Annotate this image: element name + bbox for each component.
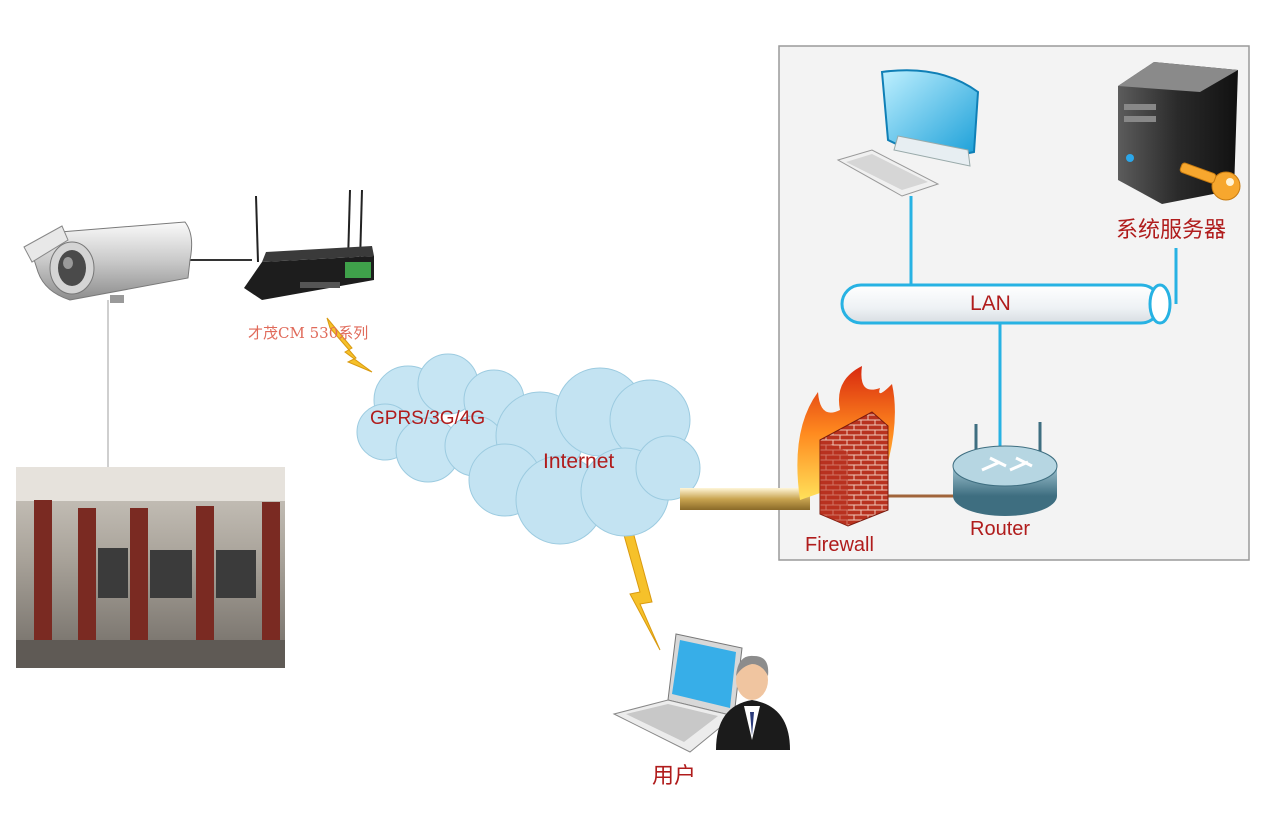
workstation-icon [836, 69, 980, 197]
user-laptop-icon [612, 633, 743, 753]
camera-icon [23, 221, 193, 303]
user-link-lightning-icon [621, 527, 661, 651]
firewall-label: Firewall [805, 534, 874, 556]
internet-cloud-icon [468, 367, 701, 545]
gateway-router-label: 才茂CM 530系列 [248, 324, 369, 342]
internet-uplink [680, 488, 810, 510]
gateway-router-icon [244, 189, 374, 300]
atm-hall-photo [16, 467, 285, 668]
key-icon [1179, 162, 1241, 201]
user-person-icon [716, 655, 790, 750]
network-router-icon [952, 422, 1058, 516]
server-icon [1118, 62, 1238, 204]
firewall-icon [797, 366, 895, 527]
internet-label: Internet [543, 450, 615, 473]
lan-label: LAN [970, 292, 1011, 315]
lan-bus [840, 283, 1172, 325]
wireless-cloud-label: GPRS/3G/4G [370, 408, 486, 429]
wireless-cloud-icon [356, 353, 525, 483]
wireless-link-lightning-icon [326, 317, 373, 373]
system-server-label: 系统服务器 [1116, 218, 1227, 243]
router-label: Router [970, 518, 1031, 540]
user-label: 用户 [652, 764, 697, 789]
